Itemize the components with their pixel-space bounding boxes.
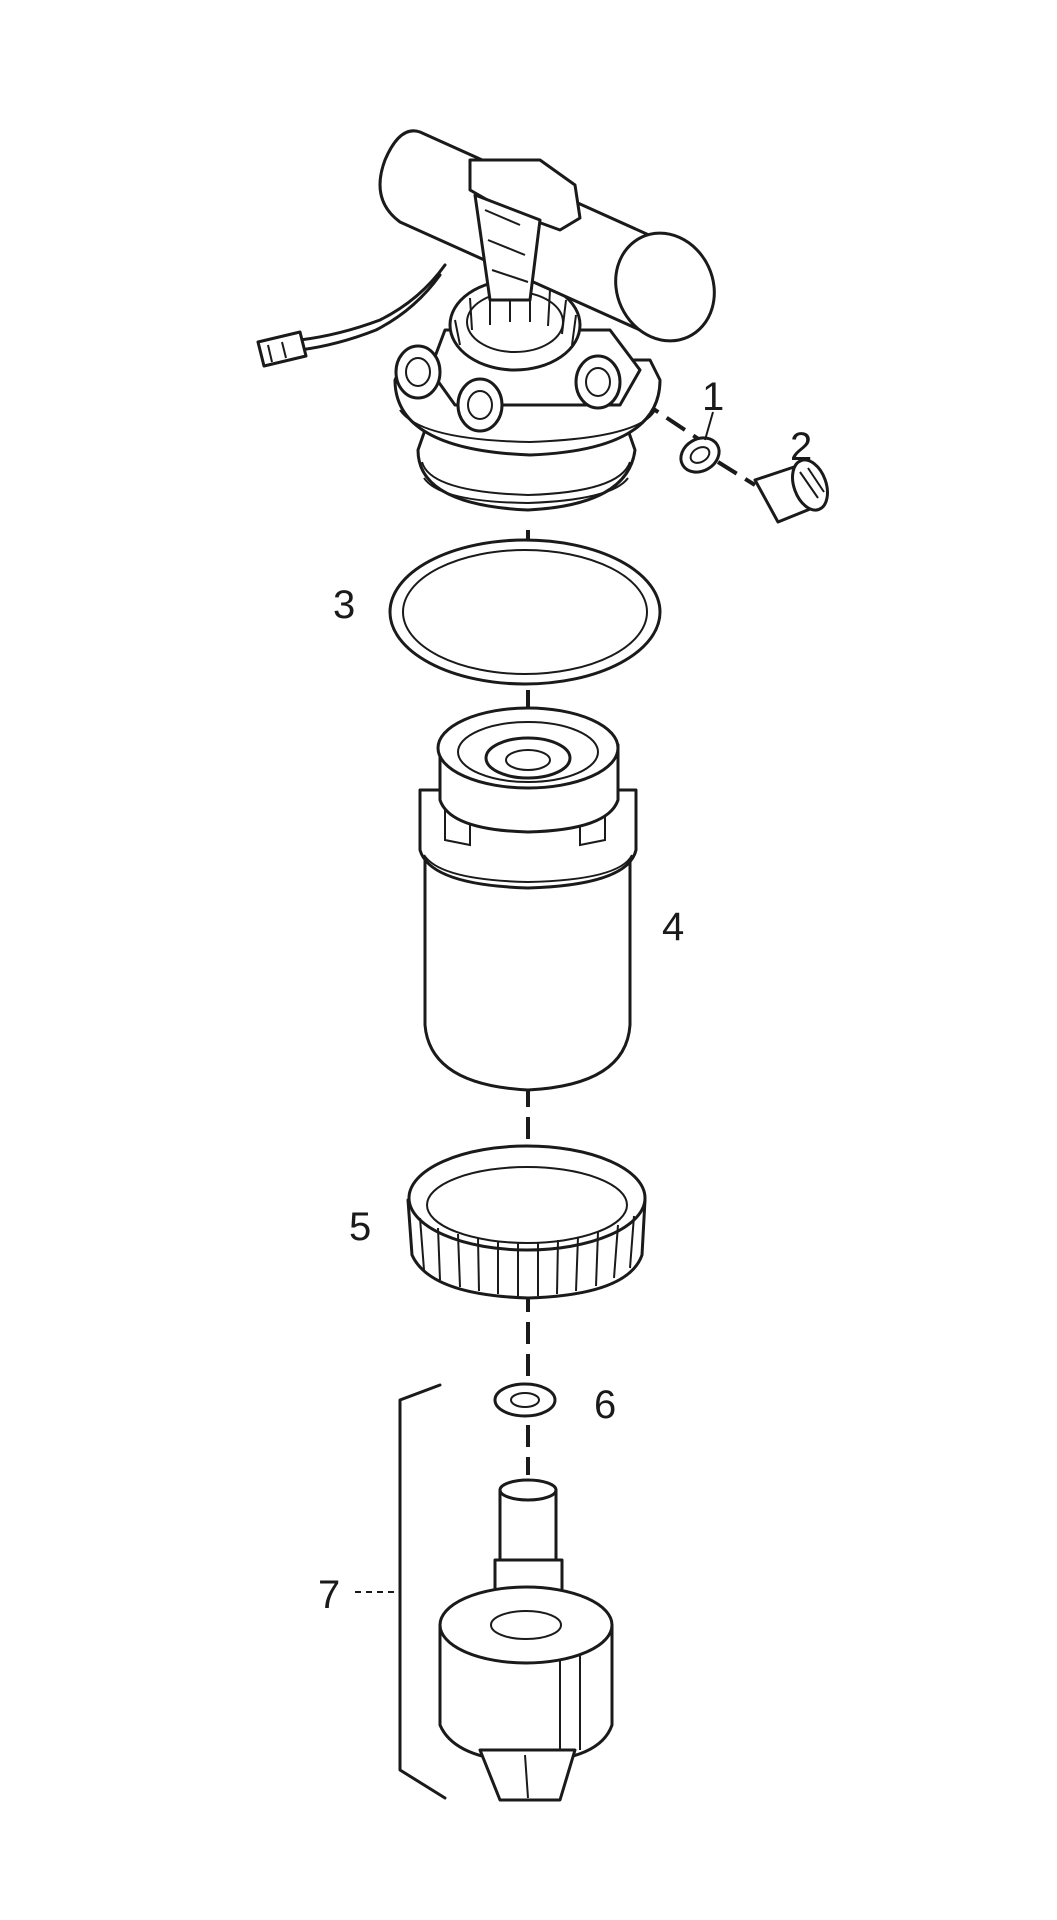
label-4: 4 — [662, 905, 684, 949]
label-2: 2 — [790, 425, 812, 469]
part-5-retaining-ring — [406, 1144, 647, 1300]
part-3-gasket — [388, 538, 662, 686]
filter-head-assembly — [256, 129, 716, 512]
label-1: 1 — [702, 375, 724, 419]
part-7-drain-valve — [355, 1383, 614, 1802]
label-7: 7 — [318, 1573, 340, 1617]
part-6-washer — [493, 1382, 557, 1418]
part-labels: 1 2 3 4 5 6 7 — [318, 375, 812, 1617]
part-1-o-ring — [679, 436, 721, 474]
leader-lines — [704, 411, 714, 441]
label-6: 6 — [594, 1383, 616, 1427]
part-4-filter-cartridge — [418, 706, 638, 1092]
label-5: 5 — [349, 1205, 371, 1249]
part-2-fitting — [753, 458, 829, 524]
label-3: 3 — [333, 583, 355, 627]
